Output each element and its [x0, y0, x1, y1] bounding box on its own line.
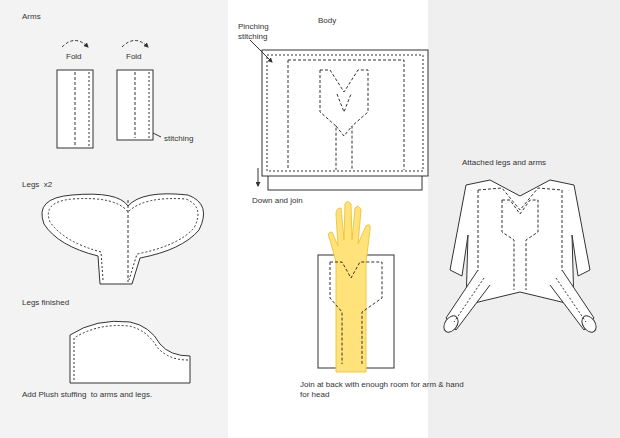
callout-label: Pinching stitching: [238, 22, 282, 42]
section-heading: Legs x2: [22, 180, 52, 190]
fold-label: Fold: [126, 52, 142, 62]
leg-piece: [42, 194, 204, 284]
hand-and-body: [318, 202, 394, 373]
instruction-note: Join at back with enough room for arm & …: [300, 380, 468, 400]
section-heading: Body: [318, 16, 336, 26]
right-panel: [428, 0, 620, 438]
section-heading: Arms: [22, 12, 41, 22]
step-label: Down and join: [252, 196, 303, 206]
instruction-note: Add Plush stuffing to arms and legs.: [22, 390, 152, 400]
body-piece: [250, 40, 428, 190]
leg-finished: [70, 321, 190, 383]
assembled-toy: [441, 180, 599, 335]
stitching-label: stitching: [164, 134, 193, 144]
section-heading: Legs finished: [22, 298, 69, 308]
arm-pieces: [57, 41, 161, 149]
left-panel: [0, 0, 228, 438]
fold-label: Fold: [66, 52, 82, 62]
middle-panel: [228, 0, 428, 438]
section-heading: Attached legs and arms: [462, 158, 546, 168]
